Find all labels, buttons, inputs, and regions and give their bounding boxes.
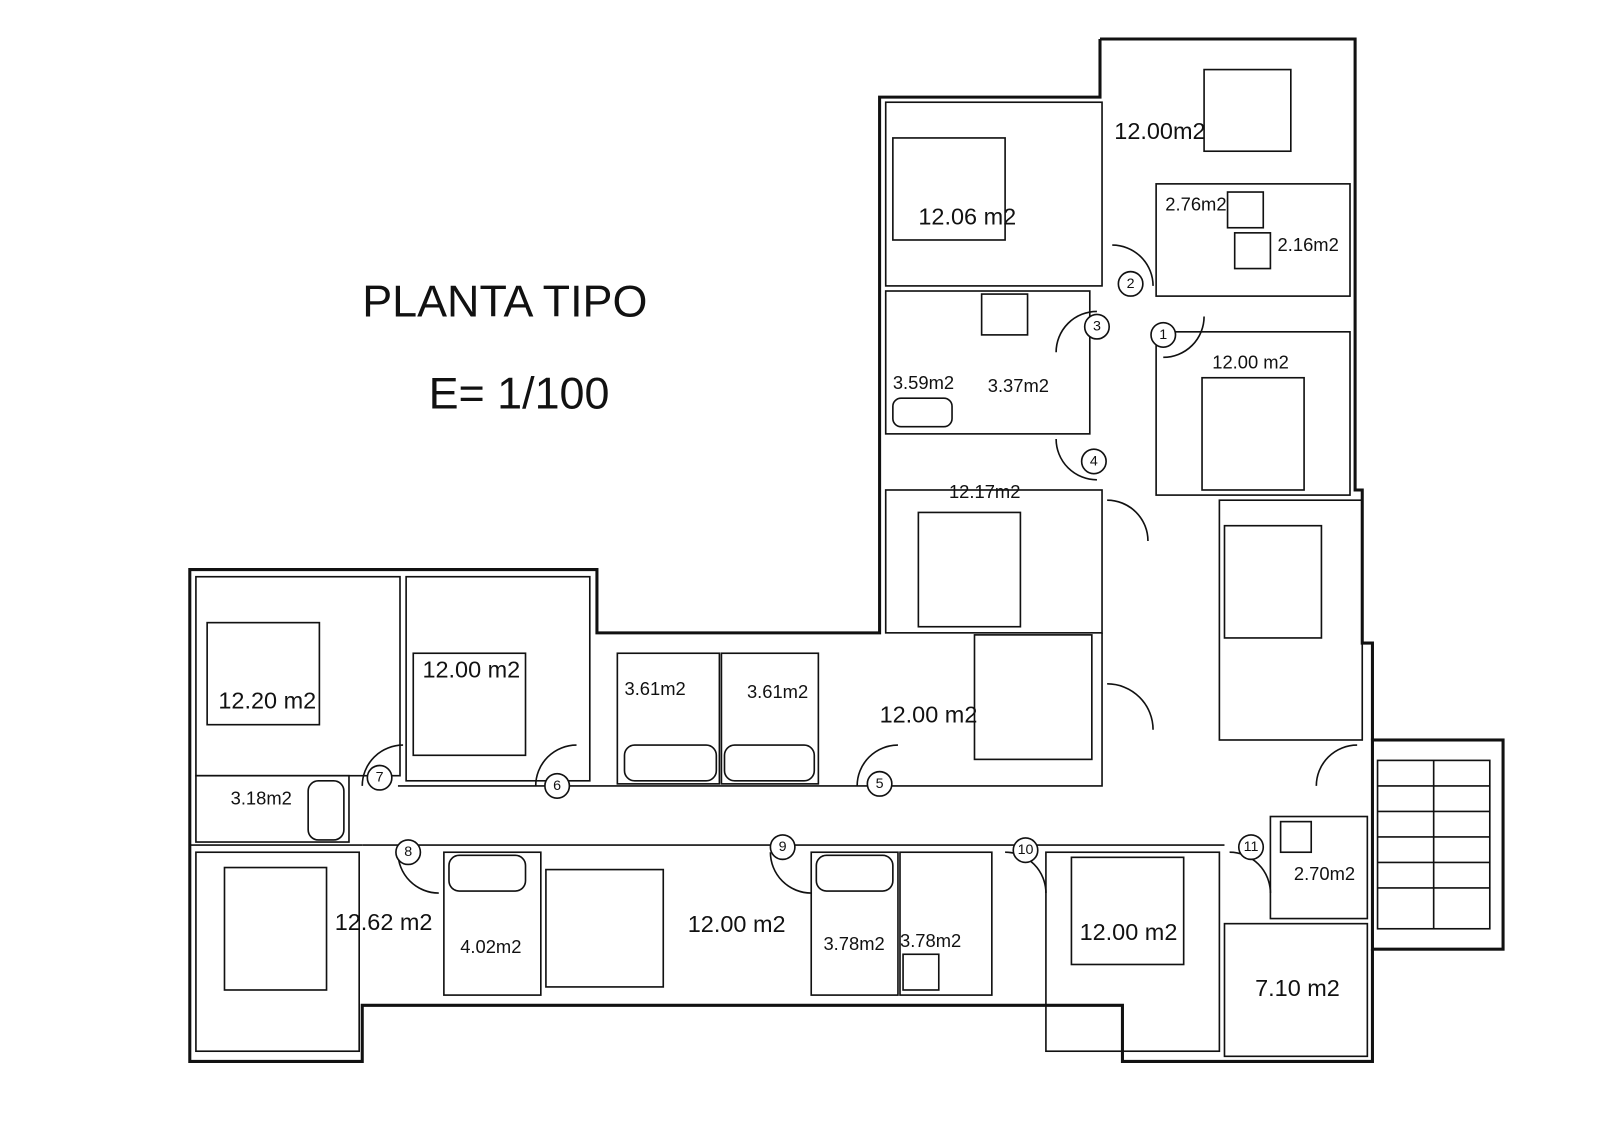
room-area: 3.61m2 (747, 681, 808, 702)
room-area: 12.00 m2 (880, 702, 978, 728)
furniture (206, 68, 1491, 991)
room-area: 12.62 m2 (335, 909, 433, 935)
room-area: 2.16m2 (1278, 234, 1339, 255)
bed (1201, 376, 1305, 491)
door-number: 11 (1244, 839, 1259, 855)
room-area: 2.76m2 (1165, 193, 1226, 214)
room-area: 3.37m2 (988, 375, 1049, 396)
room-area: 7.10 m2 (1255, 975, 1340, 1001)
door-number: 4 (1090, 453, 1098, 469)
room-area: 12.00 m2 (1212, 352, 1289, 373)
bed (892, 137, 1006, 241)
interior-walls (195, 101, 1369, 1058)
door-swings (361, 244, 1358, 894)
room-area: 3.78m2 (900, 930, 961, 951)
door-number: 10 (1018, 842, 1034, 858)
room-area: 12.00 m2 (1080, 919, 1178, 945)
bed (973, 634, 1093, 761)
bed (917, 511, 1022, 628)
stair-steps (1376, 759, 1491, 930)
door-number: 8 (404, 844, 412, 860)
door-number: 9 (779, 839, 787, 855)
outer-walls (188, 37, 1505, 1063)
bed (412, 652, 527, 757)
room-area: 12.06 m2 (918, 204, 1016, 230)
room-area: 2.70m2 (1294, 863, 1355, 884)
plan-title: PLANTA TIPO (362, 276, 647, 327)
room-area: 12.20 m2 (218, 687, 316, 713)
bed (1070, 856, 1185, 966)
plan-scale: E= 1/100 (429, 367, 610, 418)
bed (206, 621, 321, 726)
door-number: 6 (553, 778, 561, 794)
room-area: 3.18m2 (231, 787, 292, 808)
room-area: 3.61m2 (624, 678, 685, 699)
room-labels: 12.00m2 12.06 m2 2.76m2 2.16m2 12.00 m2 … (218, 118, 1355, 1001)
bed (545, 868, 665, 988)
room-area: 12.00m2 (1114, 118, 1205, 144)
room-area: 12.00 m2 (422, 657, 520, 683)
room-area: 12.17m2 (949, 481, 1020, 502)
stairs (1223, 524, 1323, 639)
room-area: 3.78m2 (823, 933, 884, 954)
door-number: 2 (1127, 276, 1135, 292)
room-area: 4.02m2 (460, 936, 521, 957)
door-number: 1 (1159, 327, 1167, 343)
bed (1203, 68, 1292, 153)
room-area: 12.00 m2 (688, 911, 786, 937)
door-number: 7 (376, 770, 384, 786)
door-number: 3 (1093, 319, 1101, 335)
room-area: 3.59m2 (893, 372, 954, 393)
door-number: 5 (876, 776, 884, 792)
bed (223, 866, 328, 991)
door-numbers: 1 2 3 4 5 6 7 8 9 10 11 (366, 270, 1265, 866)
